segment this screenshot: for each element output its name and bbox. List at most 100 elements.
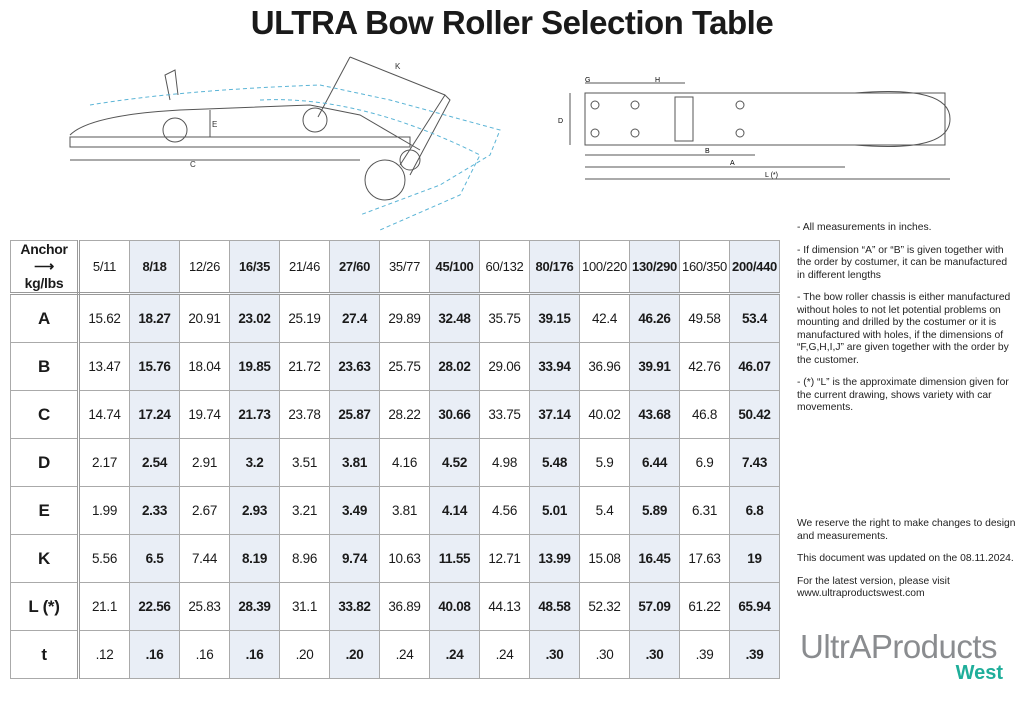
dim-h-label: H <box>655 77 660 84</box>
table-cell: 28.22 <box>379 390 430 439</box>
column-header: 45/100 <box>429 240 480 295</box>
table-cell: .24 <box>429 630 480 679</box>
table-cell: 28.39 <box>229 582 280 631</box>
footer-note: For the latest version, please visit www… <box>797 575 950 600</box>
table-cell: 36.96 <box>579 342 630 391</box>
column-header: 27/60 <box>329 240 380 295</box>
note: - The bow roller chassis is either manuf… <box>797 292 1011 366</box>
anchor-header: Anchor⟶kg/lbs <box>10 240 80 295</box>
table-cell: 28.02 <box>429 342 480 391</box>
table-cell: 25.19 <box>279 293 330 343</box>
table-cell: 10.63 <box>379 534 430 583</box>
table-cell: 4.16 <box>379 438 430 487</box>
dim-d-label: D <box>558 118 563 125</box>
table-cell: 23.63 <box>329 342 380 391</box>
table-cell: 15.76 <box>129 342 180 391</box>
footer-notes: We reserve the right to make changes to … <box>797 518 1017 611</box>
anchor-label: Anchor <box>20 241 68 257</box>
table-cell: 35.75 <box>479 293 530 343</box>
table-cell: .24 <box>479 630 530 679</box>
table-cell: 4.14 <box>429 486 480 535</box>
table-cell: 61.22 <box>679 582 730 631</box>
table-cell: 13.99 <box>529 534 580 583</box>
table-cell: 19.74 <box>179 390 230 439</box>
table-cell: 5.9 <box>579 438 630 487</box>
dim-b-label: B <box>705 148 710 155</box>
table-cell: .20 <box>279 630 330 679</box>
table-cell: .20 <box>329 630 380 679</box>
table-cell: 25.83 <box>179 582 230 631</box>
table-cell: 46.07 <box>729 342 780 391</box>
column-header: 8/18 <box>129 240 180 295</box>
table-cell: .16 <box>229 630 280 679</box>
table-cell: 9.74 <box>329 534 380 583</box>
row-label: L (*) <box>10 582 80 631</box>
table-cell: .16 <box>179 630 230 679</box>
table-cell: 42.76 <box>679 342 730 391</box>
table-cell: 50.42 <box>729 390 780 439</box>
table-cell: 13.47 <box>78 342 130 391</box>
table-cell: 12.71 <box>479 534 530 583</box>
table-cell: 36.89 <box>379 582 430 631</box>
table-cell: 46.8 <box>679 390 730 439</box>
table-cell: 21.72 <box>279 342 330 391</box>
table-cell: 29.06 <box>479 342 530 391</box>
column-header: 60/132 <box>479 240 530 295</box>
table-cell: 2.91 <box>179 438 230 487</box>
table-cell: 19 <box>729 534 780 583</box>
table-cell: 15.08 <box>579 534 630 583</box>
table-cell: 5.48 <box>529 438 580 487</box>
table-cell: 7.44 <box>179 534 230 583</box>
table-cell: 43.68 <box>629 390 680 439</box>
table-cell: 6.8 <box>729 486 780 535</box>
column-header: 5/11 <box>78 240 130 295</box>
row-label: B <box>10 342 80 391</box>
table-cell: 18.04 <box>179 342 230 391</box>
column-header: 12/26 <box>179 240 230 295</box>
table-cell: 53.4 <box>729 293 780 343</box>
dim-e-label: E <box>212 120 217 129</box>
table-cell: 6.5 <box>129 534 180 583</box>
table-cell: 4.56 <box>479 486 530 535</box>
page-title: ULTRA Bow Roller Selection Table <box>250 4 774 41</box>
table-cell: 44.13 <box>479 582 530 631</box>
table-cell: 3.21 <box>279 486 330 535</box>
column-header: 16/35 <box>229 240 280 295</box>
table-cell: 4.98 <box>479 438 530 487</box>
row-label: E <box>10 486 80 535</box>
table-cell: 4.52 <box>429 438 480 487</box>
table-cell: 5.01 <box>529 486 580 535</box>
table-cell: 6.44 <box>629 438 680 487</box>
table-cell: 18.27 <box>129 293 180 343</box>
column-header: 130/290 <box>629 240 680 295</box>
table-cell: 49.58 <box>679 293 730 343</box>
table-cell: 46.26 <box>629 293 680 343</box>
table-cell: 42.4 <box>579 293 630 343</box>
table-cell: 65.94 <box>729 582 780 631</box>
table-cell: 8.96 <box>279 534 330 583</box>
table-cell: 3.49 <box>329 486 380 535</box>
dim-k-label: K <box>395 62 401 71</box>
table-cell: 20.91 <box>179 293 230 343</box>
table-cell: 5.56 <box>78 534 130 583</box>
table-cell: 2.54 <box>129 438 180 487</box>
table-cell: 33.82 <box>329 582 380 631</box>
logo-main: UltrAProducts <box>800 628 998 665</box>
top-view-drawing: G H D B A L (*) <box>558 77 951 180</box>
table-cell: 2.33 <box>129 486 180 535</box>
table-cell: 7.43 <box>729 438 780 487</box>
table-cell: 16.45 <box>629 534 680 583</box>
footer-note: This document was updated on the 08.11.2… <box>797 553 1014 564</box>
table-cell: 14.74 <box>78 390 130 439</box>
logo-sub: West <box>955 662 1003 684</box>
table-cell: 8.19 <box>229 534 280 583</box>
table-cell: .24 <box>379 630 430 679</box>
column-header: 200/440 <box>729 240 780 295</box>
table-cell: 37.14 <box>529 390 580 439</box>
footer-note: We reserve the right to make changes to … <box>797 518 1016 542</box>
note: - All measurements in inches. <box>797 222 932 233</box>
table-cell: 40.02 <box>579 390 630 439</box>
